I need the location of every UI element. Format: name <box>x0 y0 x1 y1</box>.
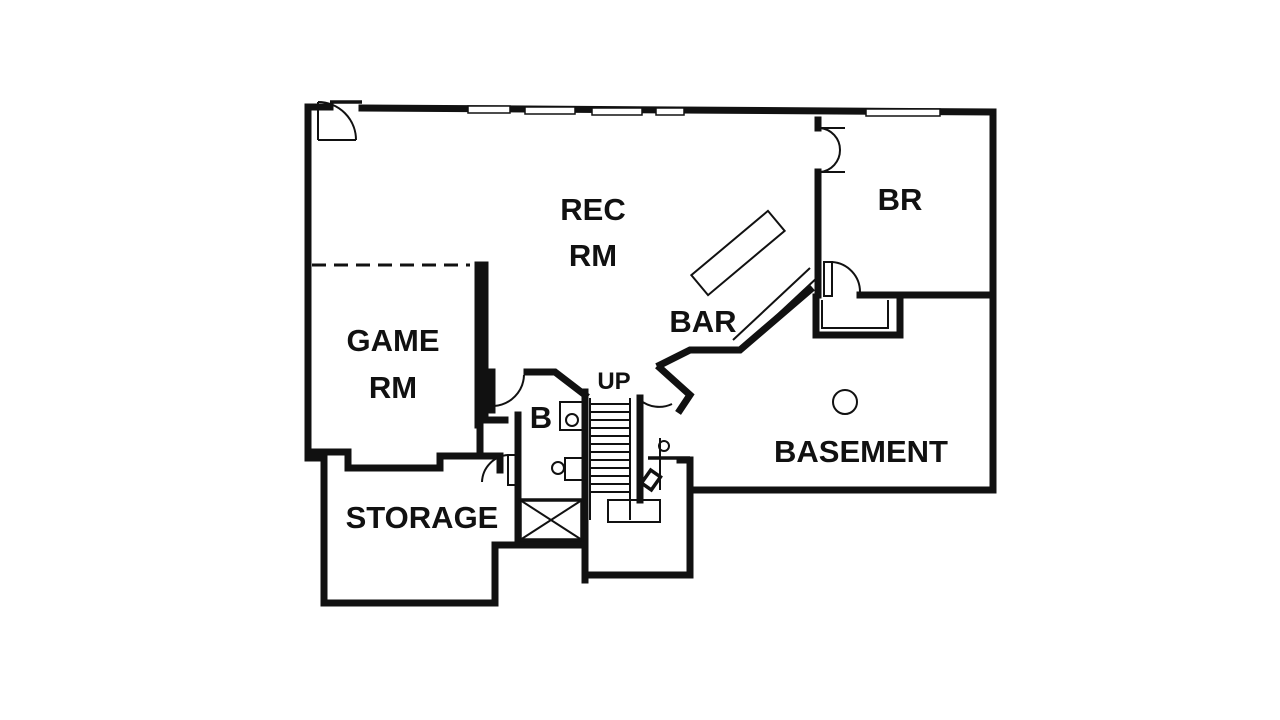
bath-label: B <box>530 400 552 435</box>
entry-door <box>317 100 362 141</box>
hall-walls <box>476 285 815 584</box>
bedroom-label: BR <box>878 182 923 217</box>
bath-fixtures <box>551 401 586 481</box>
game-room-label-line1: GAME <box>347 323 440 358</box>
stairs <box>589 398 690 523</box>
support-column <box>832 389 858 415</box>
bar-counter <box>689 209 821 346</box>
bedroom-doors <box>818 127 862 297</box>
basement-label: BASEMENT <box>774 434 948 469</box>
rec-room-label-line1: REC <box>560 192 625 227</box>
stairs-up-label: UP <box>597 368 630 395</box>
rec-room-label-line2: RM <box>569 238 617 273</box>
game-room-door <box>485 371 525 407</box>
game-room-label-line2: RM <box>369 370 417 405</box>
storage-label: STORAGE <box>346 500 499 535</box>
game-room-walls <box>304 261 509 472</box>
storage-door <box>481 454 517 486</box>
bar-label: BAR <box>669 304 736 339</box>
mechanical-chase <box>518 498 584 542</box>
bedroom-walls <box>812 116 997 339</box>
top-windows <box>467 105 941 117</box>
